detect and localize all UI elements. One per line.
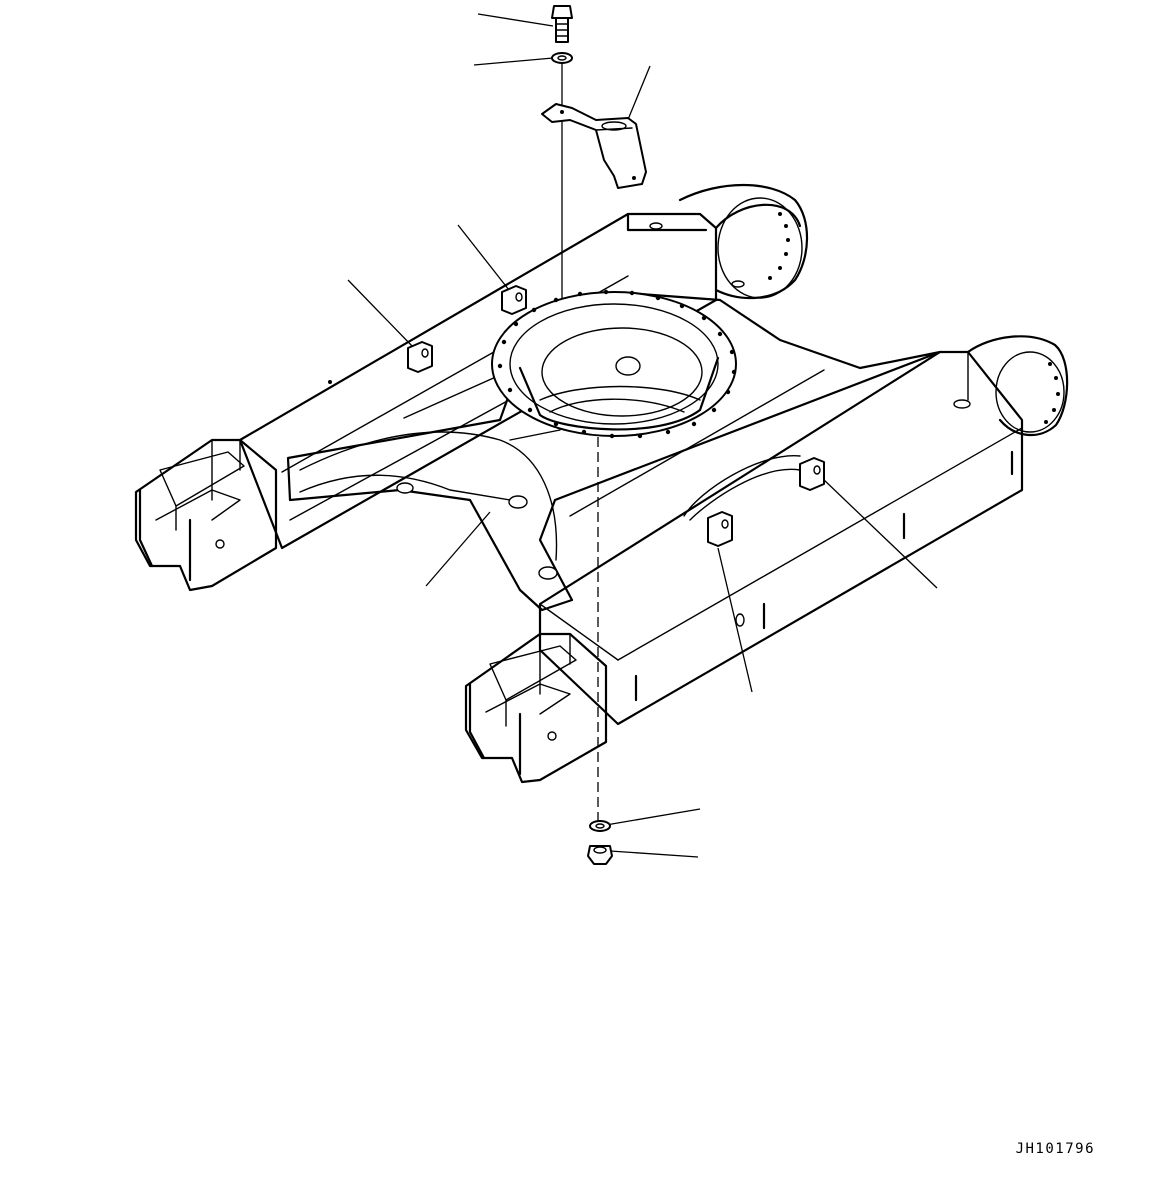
swing-circle-bolt-holes [497,289,737,439]
washer-upper [551,52,573,64]
mounting-block-3 [799,457,825,491]
end-bracket-left [134,438,278,592]
frame-slots-right [634,450,1014,702]
mounting-block-1 [501,285,527,315]
swing-circle [491,289,737,439]
bolt [551,5,573,43]
mounting-block-2 [407,341,433,373]
mounting-block-4 [707,511,733,547]
drawing-id-label: JH101796 [1015,1141,1095,1157]
nut [587,845,613,865]
end-bracket-right [464,632,608,784]
idler-bolt-holes-right [1044,362,1060,424]
washer-lower [589,820,611,832]
leader-lines [347,13,938,858]
track-frame [134,183,1069,784]
support-bracket [541,103,647,189]
idler-bolt-holes-left [768,212,790,280]
